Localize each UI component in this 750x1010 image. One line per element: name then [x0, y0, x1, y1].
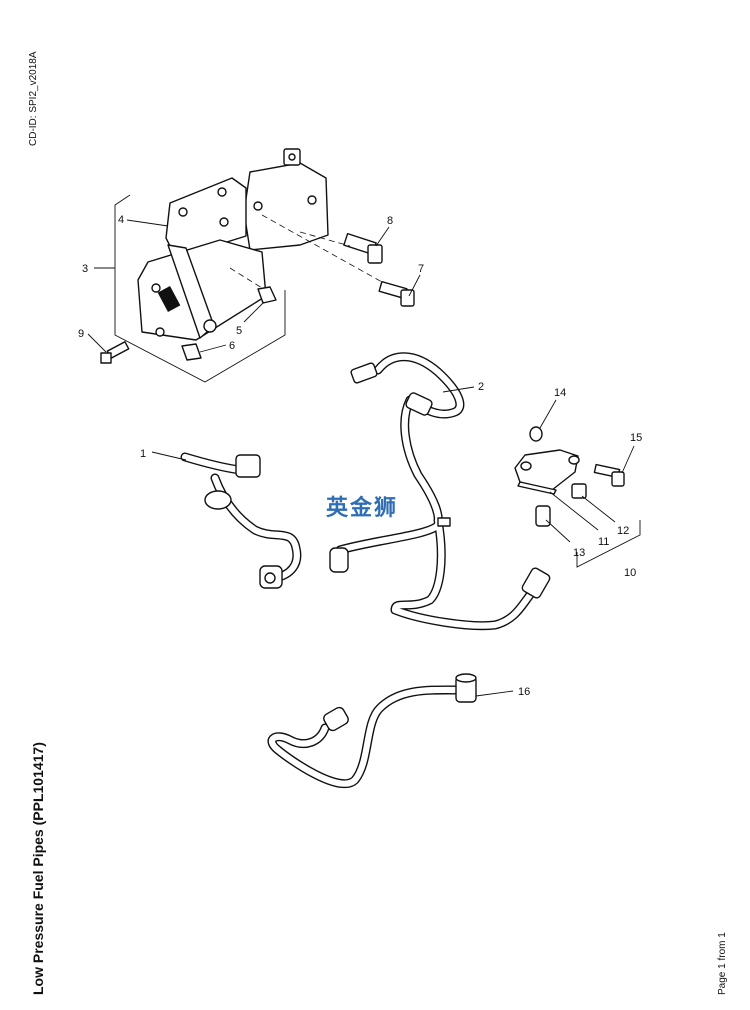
callout-9: 9 — [78, 328, 84, 340]
callout-14: 14 — [554, 387, 566, 399]
clip-5 — [257, 286, 277, 304]
fuel-pipe-2 — [329, 352, 551, 631]
watermark: 英金狮 — [326, 496, 399, 521]
leader-lines — [87, 219, 635, 697]
callout-4: 4 — [118, 214, 124, 226]
callout-11: 11 — [598, 536, 609, 548]
fuel-pipe-16 — [267, 673, 477, 789]
callout-5: 5 — [236, 325, 242, 337]
bolt-8 — [343, 232, 383, 264]
bolt-7 — [378, 280, 415, 307]
clip-6 — [181, 343, 202, 361]
callout-10: 10 — [624, 567, 636, 579]
callout-6: 6 — [229, 340, 235, 352]
callout-numbers: 1 2 3 4 5 6 7 8 9 10 11 12 13 14 15 16 — [78, 214, 642, 698]
callout-1: 1 — [140, 448, 146, 460]
callout-8: 8 — [387, 215, 393, 227]
callout-13: 13 — [573, 547, 585, 559]
screw-9 — [100, 341, 130, 364]
fuel-pipe-1 — [180, 452, 302, 589]
callout-3: 3 — [82, 263, 88, 275]
bracket-assembly — [137, 148, 329, 341]
callout-15: 15 — [630, 432, 642, 444]
mounting-bracket-10 — [514, 426, 625, 527]
callout-7: 7 — [418, 263, 424, 275]
callout-2: 2 — [478, 381, 484, 393]
callout-16: 16 — [518, 686, 530, 698]
callout-12: 12 — [617, 525, 629, 537]
